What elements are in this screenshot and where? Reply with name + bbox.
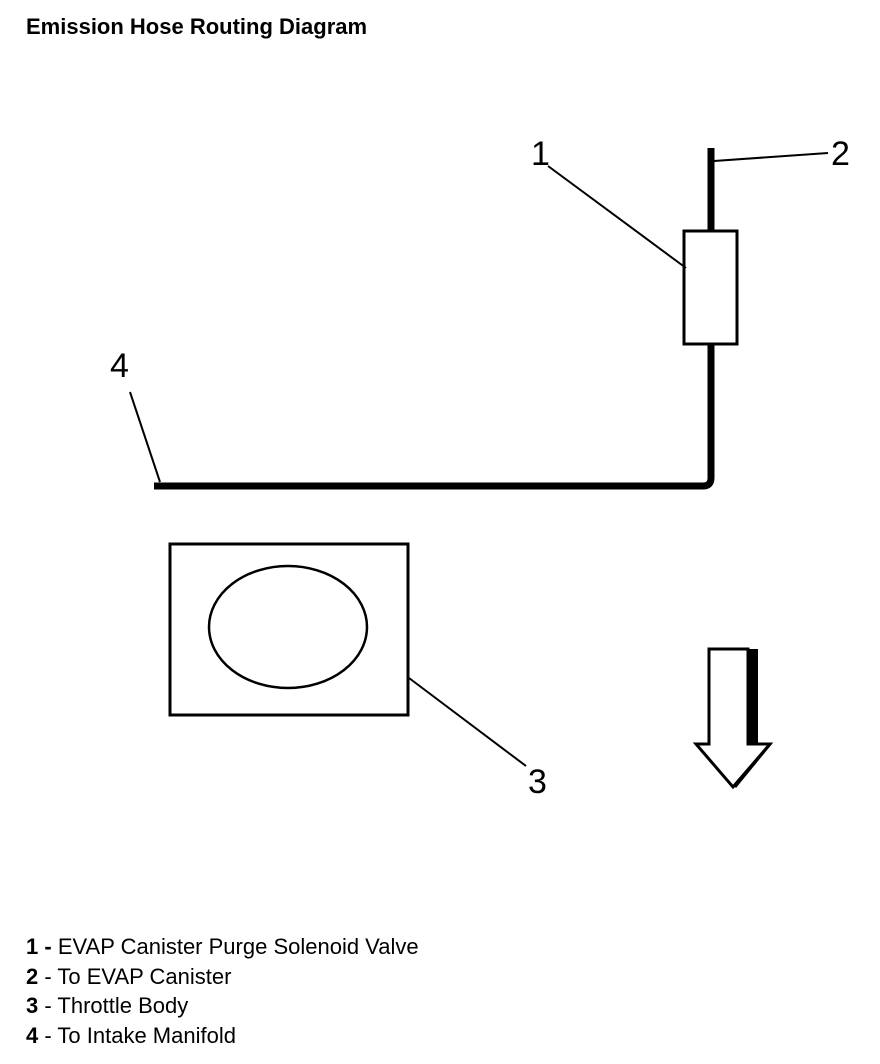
legend-label: EVAP Canister Purge Solenoid Valve [57,934,419,959]
legend-separator: - [38,934,58,959]
leader-line-1 [547,165,687,269]
callout-4: 4 [110,347,129,385]
callout-2: 2 [831,135,850,173]
legend-item: 1 - EVAP Canister Purge Solenoid Valve [26,932,419,962]
legend-item: 2 - To EVAP Canister [26,962,419,992]
legend-label: To EVAP Canister [57,963,232,989]
leader-line-4 [129,391,161,483]
callout-3: 3 [528,763,547,801]
legend-number: 4 [26,1022,39,1048]
callout-1: 1 [531,135,550,173]
legend-label: Throttle Body [57,993,189,1018]
throttle-bore [207,564,369,690]
legend-number: 3 [26,993,39,1018]
legend: 1 - EVAP Canister Purge Solenoid Valve 2… [26,932,419,1050]
legend-label: To Intake Manifold [57,1022,236,1048]
hose-to-intake-manifold [154,344,715,490]
diagram-title: Emission Hose Routing Diagram [26,14,368,39]
legend-separator: - [38,1022,58,1048]
legend-separator: - [38,993,58,1018]
legend-number: 1 [26,934,39,959]
legend-item: 4 - To Intake Manifold [26,1021,419,1051]
purge-solenoid-valve [682,229,739,346]
legend-number: 2 [26,963,39,989]
leader-line-2 [713,152,829,162]
legend-item: 3 - Throttle Body [26,991,419,1021]
legend-separator: - [38,963,58,989]
down-arrow-icon [692,647,774,790]
leader-line-3 [408,677,527,767]
